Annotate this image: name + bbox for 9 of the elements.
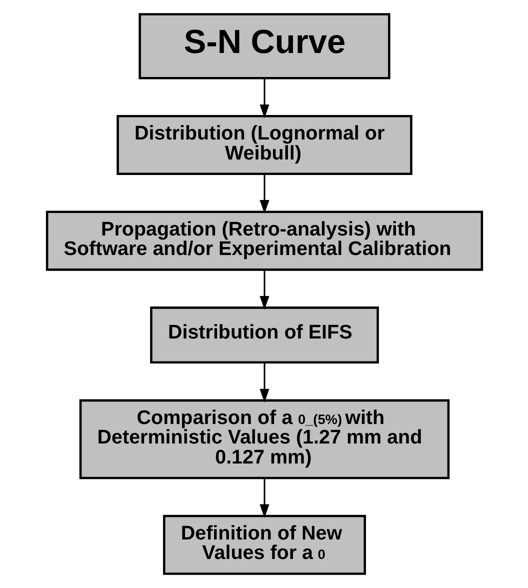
arrow — [259, 270, 269, 310]
node-box: Distribution (Lognormal or Weibull) — [116, 114, 412, 176]
arrow — [259, 78, 269, 118]
node-box: Propagation (Retro-analysis) with Software and/or Experimental Calibration — [45, 210, 483, 271]
node-box: Distribution of EIFS — [150, 306, 378, 364]
arrow — [259, 478, 269, 518]
arrow — [259, 362, 269, 403]
node-box: S-N Curve — [138, 13, 390, 80]
arrow — [259, 174, 269, 214]
